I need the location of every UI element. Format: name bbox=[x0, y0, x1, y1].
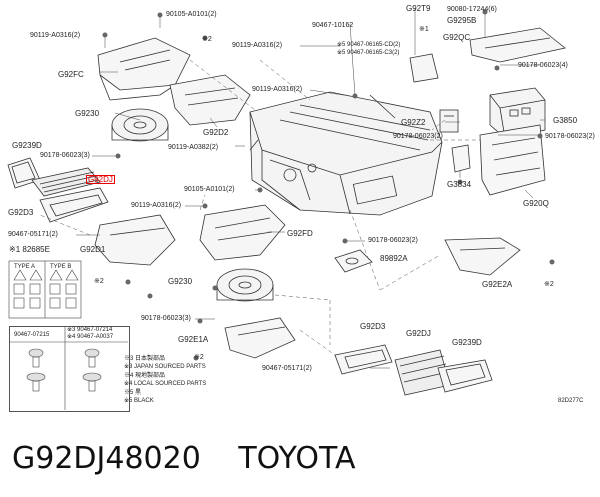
label-g92d3-low: G92D3 bbox=[360, 322, 386, 331]
caution-label-82685e bbox=[8, 260, 82, 319]
part-g92e2a bbox=[444, 237, 521, 276]
legend-part-a: 90467-07215 bbox=[14, 332, 50, 338]
label-note2-mid: ※2 bbox=[94, 278, 104, 285]
diagram-code: 82D277C bbox=[558, 398, 584, 404]
part-89892a bbox=[334, 249, 373, 273]
label-note2-low: ※2 bbox=[194, 354, 204, 361]
label-90178-r1: 90178-06023(2) bbox=[393, 133, 443, 140]
label-g92qc: G92QC bbox=[443, 33, 471, 42]
label-90178-r2: 90178-06023(2) bbox=[545, 133, 595, 140]
exploded-parts-diagram bbox=[7, 8, 566, 410]
label-90119-a0316: 90119-A0316(2) bbox=[252, 86, 303, 93]
part-g92z2 bbox=[439, 109, 459, 133]
label-90119-mid2: 90119-A0316(2) bbox=[131, 202, 182, 209]
label-note5-cd: ※5 90467-06165-CD(2) bbox=[337, 42, 401, 48]
label-82685e: ※1 82685E bbox=[9, 245, 50, 254]
label-g92z2: G92Z2 bbox=[401, 118, 426, 127]
label-note2-top: ※2 bbox=[202, 36, 212, 43]
part-g92fd bbox=[199, 204, 286, 261]
label-90105-top: 90105-A0101(2) bbox=[166, 11, 217, 18]
note5-en: ※5 BLACK bbox=[124, 398, 154, 404]
part-g92d3-left bbox=[39, 187, 109, 223]
label-90467-05171-left: 90467-05171(2) bbox=[8, 231, 58, 238]
label-note2-right: ※2 bbox=[544, 281, 554, 288]
part-g92e1a bbox=[224, 317, 296, 359]
note4-en: ※4 LOCAL SOURCED PARTS bbox=[124, 381, 207, 387]
label-90119-mid: 90119-A0316(2) bbox=[232, 42, 283, 49]
label-90080: 90080-17244(6) bbox=[447, 6, 497, 13]
label-90467-10162: 90467-10162 bbox=[312, 22, 354, 29]
part-g92qc bbox=[469, 27, 566, 63]
label-g92t9: G92T9 bbox=[406, 4, 431, 13]
brand-name: TOYOTA bbox=[238, 441, 356, 476]
leader-lines bbox=[76, 8, 545, 369]
battery-pack-assembly bbox=[249, 91, 443, 216]
part-number: G92DJ48020 bbox=[12, 441, 201, 476]
label-g92d1: G92D1 bbox=[80, 245, 106, 254]
fastener-legend bbox=[9, 326, 130, 412]
label-g92fd: G92FD bbox=[287, 229, 313, 238]
label-90178-4: 90178-06023(4) bbox=[518, 62, 568, 69]
label-90119-top: 90119-A0316(2) bbox=[30, 32, 81, 39]
label-g92e2a: G92E2A bbox=[482, 280, 513, 289]
dashed-assembly-lines bbox=[39, 59, 480, 356]
label-g9239d-low: G9239D bbox=[452, 338, 482, 347]
label-type-a: TYPE A bbox=[14, 264, 36, 270]
label-g92e1a: G92E1A bbox=[178, 335, 209, 344]
label-note5-c3: ※5 90467-06165-C3(2) bbox=[337, 50, 400, 56]
legend-fastener-drawings bbox=[9, 326, 128, 410]
label-g92dj-highlight: G92DJ bbox=[86, 175, 115, 184]
part-g3834 bbox=[451, 144, 471, 173]
label-g9239d-left: G9239D bbox=[12, 141, 42, 150]
label-g9295b: G9295B bbox=[447, 16, 477, 25]
blower-fan-low bbox=[216, 268, 274, 302]
part-g92fc bbox=[97, 37, 191, 101]
label-note1-right: ※1 bbox=[419, 26, 429, 33]
part-g92dj-left bbox=[31, 167, 101, 197]
note3-en: ※3 JAPAN SOURCED PARTS bbox=[124, 364, 206, 370]
label-90178-3b: 90178-06023(3) bbox=[141, 315, 191, 322]
label-90178-c: 90178-06023(2) bbox=[368, 237, 418, 244]
footer-title: G92DJ48020 TOYOTA bbox=[12, 434, 355, 484]
label-g3834: G3834 bbox=[447, 180, 472, 189]
part-g92d1 bbox=[94, 214, 176, 266]
label-g92d2: G92D2 bbox=[203, 128, 229, 137]
part-g9239d-low bbox=[437, 359, 493, 393]
label-g92dj-low: G92DJ bbox=[406, 329, 431, 338]
note3: ※3 日本製部品 bbox=[124, 356, 166, 362]
blower-fan-top bbox=[111, 108, 169, 142]
label-90467-05171-low: 90467-05171(2) bbox=[262, 365, 312, 372]
label-89892a: 89892A bbox=[380, 254, 408, 263]
label-type-b: TYPE B bbox=[50, 264, 72, 270]
note4: ※4 現地製部品 bbox=[124, 373, 166, 379]
legend-part-b1: ※3 90467-07214 bbox=[67, 327, 113, 333]
label-g9230-low: G9230 bbox=[168, 277, 193, 286]
part-g92t9 bbox=[409, 53, 439, 83]
label-g3850: G3850 bbox=[553, 116, 578, 125]
label-g920q: G920Q bbox=[523, 199, 549, 208]
label-g9230-top: G9230 bbox=[75, 109, 100, 118]
bolt-markers bbox=[102, 9, 555, 361]
part-g92d2 bbox=[169, 74, 251, 126]
label-90119-a0382: 90119-A0382(2) bbox=[168, 144, 219, 151]
note5: ※5 黒 bbox=[124, 390, 142, 396]
label-90105-mid: 90105-A0101(2) bbox=[184, 186, 235, 193]
label-90178-3: 90178-06023(3) bbox=[40, 152, 90, 159]
part-g92d3-low bbox=[334, 344, 393, 375]
legend-part-b2: ※4 90467-A0037 bbox=[67, 334, 114, 340]
part-g3850 bbox=[489, 87, 546, 139]
label-g92d3-left: G92D3 bbox=[8, 208, 34, 217]
label-g92fc: G92FC bbox=[58, 70, 84, 79]
part-g920q bbox=[479, 124, 546, 196]
